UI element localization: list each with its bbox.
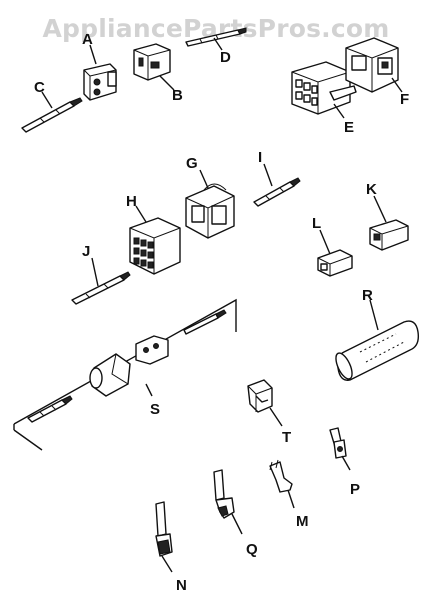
label-h: H bbox=[126, 193, 137, 210]
part-t-clip[interactable] bbox=[247, 379, 273, 413]
label-a: A bbox=[82, 31, 93, 48]
part-r-sleeving[interactable] bbox=[333, 320, 420, 381]
label-p: Q bbox=[246, 541, 258, 558]
part-l-connector[interactable] bbox=[317, 249, 353, 277]
label-l: L bbox=[312, 215, 321, 232]
part-a-connector[interactable] bbox=[83, 63, 117, 101]
label-b: B bbox=[172, 87, 183, 104]
label-i: I bbox=[258, 149, 262, 166]
part-k-connector[interactable] bbox=[369, 219, 409, 251]
label-r: R bbox=[362, 287, 373, 304]
part-c-terminal[interactable] bbox=[21, 97, 83, 133]
label-d: D bbox=[220, 49, 231, 66]
label-j: J bbox=[82, 243, 90, 260]
label-e: E bbox=[344, 119, 354, 136]
label-c: C bbox=[34, 79, 45, 96]
label-t: T bbox=[282, 429, 291, 446]
part-h-connector[interactable] bbox=[129, 217, 181, 275]
part-m-terminal[interactable] bbox=[269, 459, 293, 493]
part-p-terminal[interactable] bbox=[213, 469, 235, 519]
label-q: P bbox=[350, 481, 360, 498]
part-e-connector[interactable] bbox=[291, 61, 357, 115]
part-d-terminal[interactable] bbox=[185, 27, 247, 47]
label-n: N bbox=[176, 577, 187, 594]
part-q-terminal[interactable] bbox=[329, 427, 347, 459]
part-n-terminal[interactable] bbox=[155, 501, 173, 557]
label-g: G bbox=[186, 155, 198, 172]
label-k: K bbox=[366, 181, 377, 198]
part-f-connector[interactable] bbox=[345, 37, 399, 93]
label-s: S bbox=[150, 401, 160, 418]
part-j-terminal[interactable] bbox=[71, 271, 131, 305]
label-f: F bbox=[400, 91, 409, 108]
part-i-terminal[interactable] bbox=[253, 177, 301, 207]
part-b-connector[interactable] bbox=[133, 43, 171, 81]
part-g-connector[interactable] bbox=[185, 183, 235, 239]
label-m: M bbox=[296, 513, 309, 530]
part-s-connector-kit[interactable] bbox=[13, 298, 237, 451]
